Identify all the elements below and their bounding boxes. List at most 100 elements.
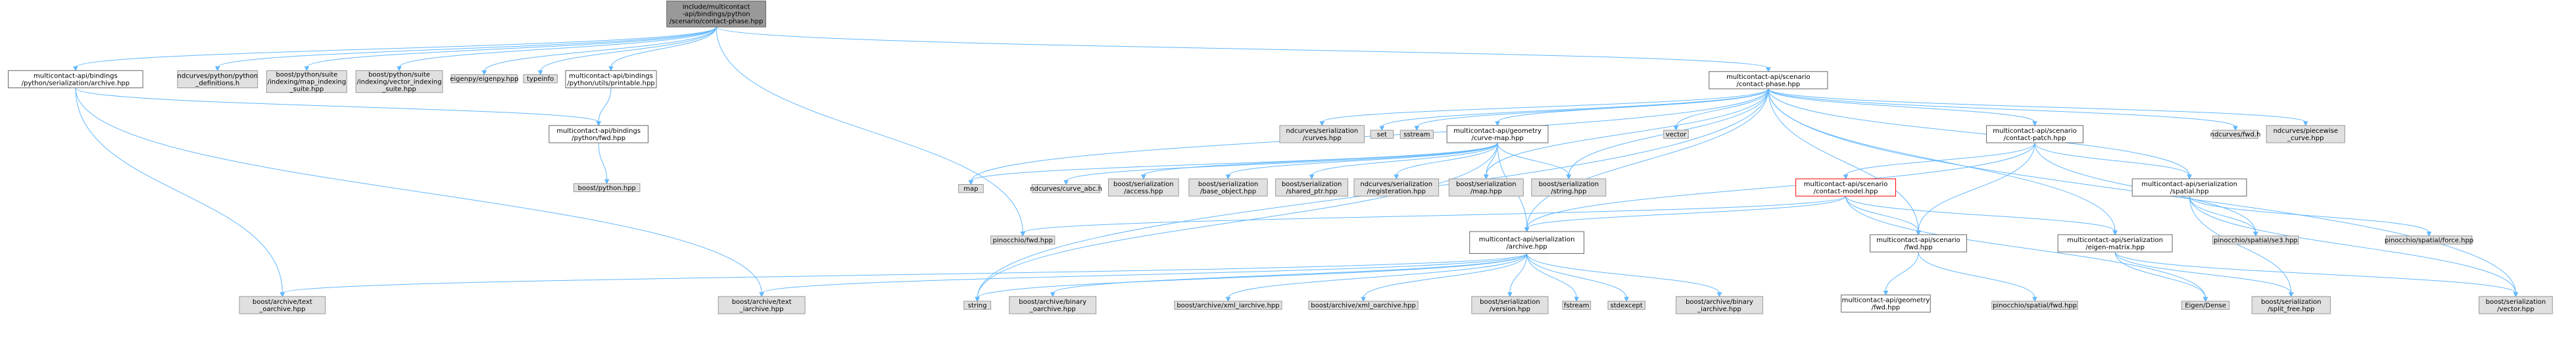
edge-serial_archive-to-bs_version [1509,253,1528,293]
arrowhead-curve_map-to-bs_map [1483,174,1489,180]
node-serial_archive_py[interactable]: multicontact-api/bindings/python/seriali… [8,70,143,89]
node-box-set [1370,130,1394,139]
node-xml_iarchive: boost/archive/xml_iarchive.hpp [1174,301,1282,310]
node-label-contact_phase-0: multicontact-api/scenario [1726,74,1810,81]
arrowhead-contact_model-to-serial_archive [1524,227,1530,233]
edge-contact_phase-to-curve_map [1497,88,1769,123]
node-box-contact_phase [1709,71,1828,89]
node-scen_fwd[interactable]: multicontact-api/scenario/fwd.hpp [1870,234,1967,253]
node-box-xml_oarchive [1308,301,1419,310]
node-eigenpy: eigenpy/eigenpy.hpp [450,74,518,84]
node-eigen_matrix[interactable]: multicontact-api/serialization/eigen-mat… [2057,234,2173,253]
node-label-printable-1: /python/utils/printable.hpp [567,80,654,87]
node-label-bs_split_free-1: /split_free.hpp [2268,306,2314,313]
node-pin_se3: pinocchio/spatial/se3.hpp [2212,235,2299,245]
node-label-pin_se3-0: pinocchio/spatial/se3.hpp [2214,237,2298,244]
node-box-bs_vector [2478,296,2553,314]
node-label-xml_oarchive-0: boost/archive/xml_oarchive.hpp [1311,303,1416,310]
node-label-text_iarchive-0: boost/archive/text [732,299,792,306]
arrowhead-curve_map-to-bs_string [1566,174,1572,180]
node-label-serial_archive_py-0: multicontact-api/bindings [34,72,118,80]
edge-contact_model-to-scen_fwd [1845,196,1919,232]
node-box-root [666,0,766,28]
node-nd_serial_curves: ndcurves/serialization/curves.hpp [1279,125,1365,143]
node-text_oarchive: boost/archive/text_oarchive.hpp [239,296,326,314]
edge-contact_patch-to-contact_model [1845,142,2035,176]
node-box-pin_fwd [990,235,1056,245]
node-box-typeinfo [523,74,558,84]
node-label-spatial-0: multicontact-api/serialization [2141,181,2237,188]
edge-spatial-to-bs_split_free [2189,196,2292,293]
arrowhead-root-to-typeinfo [537,70,543,76]
node-label-py_fwd-0: multicontact-api/bindings [556,128,641,135]
edge-contact_phase-to-bs_map [1486,89,1769,176]
node-label-contact_model-0: multicontact-api/scenario [1804,181,1888,188]
node-label-nd_piecewise-0: ndcurves/piecewise [2273,128,2339,135]
node-serial_archive[interactable]: multicontact-api/serialization/archive.h… [1469,231,1585,254]
node-label-root-1: -api/bindings/python [683,11,750,18]
node-map_idx: boost/python/suite/indexing/map_indexing… [266,70,347,93]
arrowhead-contact_phase-to-sstream [1414,126,1420,132]
edge-curve_map-to-bs_access [1143,142,1498,176]
node-box-bs_split_free [2251,296,2331,314]
node-printable[interactable]: multicontact-api/bindings/python/utils/p… [565,70,657,89]
node-contact_model[interactable]: multicontact-api/scenario/contact-model.… [1795,178,1897,197]
node-label-geom_fwd-0: multicontact-api/geometry [1842,297,1930,305]
node-label-serial_archive-0: multicontact-api/serialization [1479,236,1575,243]
node-label-contact_model-1: /contact-model.hpp [1814,188,1878,195]
arrowhead-spatial-to-pin_se3 [2253,232,2258,237]
node-label-pin_spatial_fwd-0: pinocchio/spatial/fwd.hpp [1993,303,2077,310]
node-label-vec_idx-1: /indexing/vector_indexing [356,79,441,86]
node-label-serial_archive-1: /archive.hpp [1506,243,1547,251]
arrowhead-serial_archive-to-stdexcept [1624,297,1630,303]
node-label-contact_patch-1: /contact-patch.hpp [2004,135,2066,142]
node-bs_vector: boost/serialization/vector.hpp [2478,296,2553,314]
node-text_iarchive: boost/archive/text_iarchive.hpp [717,296,806,314]
arrowhead-curve_map-to-bs_access [1140,174,1146,180]
node-label-bs_shared_ptr-1: /shared_ptr.hpp [1286,188,1338,195]
node-label-scen_fwd-0: multicontact-api/scenario [1876,237,1960,244]
arrowhead-curve_map-to-nd_serial_reg [1394,174,1399,180]
edge-curve_map-to-bs_shared_ptr [1311,142,1498,176]
edge-serial_archive-to-text_iarchive [761,253,1528,294]
node-label-bs_split_free-0: boost/serialization [2261,299,2321,306]
node-label-bs_access-0: boost/serialization [1113,181,1174,188]
node-label-geom_fwd-1: /fwd.hpp [1872,305,1900,312]
node-py_fwd[interactable]: multicontact-api/bindings/python/fwd.hpp [548,125,649,143]
edge-root-to-map_idx [306,26,717,68]
edge-root-to-pin_fwd [716,27,1023,233]
node-box-nd_serial_reg [1353,178,1440,197]
node-label-nd_serial_curves-0: ndcurves/serialization [1286,128,1358,135]
edge-serial_archive_py-to-text_iarchive [75,87,762,293]
node-curve_map[interactable]: multicontact-api/geometry/curve-map.hpp [1446,125,1549,143]
node-label-eigenpy-0: eigenpy/eigenpy.hpp [450,76,518,83]
edge-curve_map-to-bs_base_object [1227,142,1498,176]
node-nd_piecewise: ndcurves/piecewise_curve.hpp [2266,125,2345,143]
node-bin_oarchive: boost/archive/binary_oarchive.hpp [1009,296,1097,314]
edge-root-to-printable [610,26,717,68]
arrowhead-scen_fwd-to-geom_fwd [1883,290,1889,296]
node-label-bs_base_object-0: boost/serialization [1198,181,1259,188]
node-label-nd_py_defs-1: _definitions.h [195,80,239,87]
node-contact_patch[interactable]: multicontact-api/scenario/contact-patch.… [1986,125,2083,143]
node-spatial[interactable]: multicontact-api/serialization/spatial.h… [2131,178,2247,197]
node-label-map_idx-1: /indexing/map_indexing [268,79,347,86]
node-label-contact_patch-0: multicontact-api/scenario [1993,128,2077,135]
node-root[interactable]: include/multicontact-api/bindings/python… [666,0,766,28]
edge-scen_fwd-to-pin_spatial_fwd [1918,252,2035,299]
node-box-geom_fwd [1841,294,1931,313]
arrowhead-contact_phase-to-set [1379,126,1385,132]
arrowhead-contact_phase-to-nd_piecewise [2303,121,2308,126]
node-box-spatial [2131,178,2247,197]
node-bs_map: boost/serialization/map.hpp [1448,178,1524,197]
node-label-bs_vector-1: /vector.hpp [2497,306,2534,313]
arrowhead-curve_map-to-bs_shared_ptr [1309,174,1315,180]
node-label-bs_access-1: /access.hpp [1124,188,1163,195]
node-geom_fwd[interactable]: multicontact-api/geometry/fwd.hpp [1841,294,1931,313]
node-pin_fwd: pinocchio/fwd.hpp [990,235,1056,245]
node-box-curve_abc [1031,184,1101,193]
node-box-serial_archive_py [8,70,143,89]
node-box-nd_py_defs [177,70,258,89]
node-label-text_oarchive-1: _oarchive.hpp [258,306,305,313]
node-contact_phase[interactable]: multicontact-api/scenario/contact-phase.… [1709,71,1828,89]
